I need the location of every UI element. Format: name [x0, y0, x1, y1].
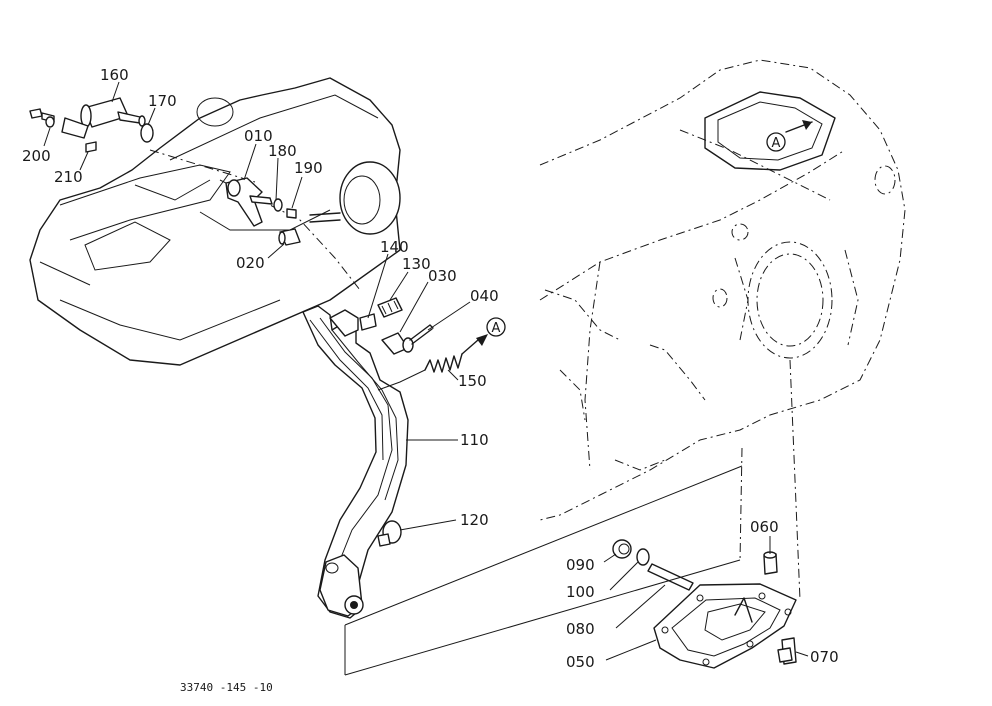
- pedal-assembly: [302, 297, 488, 619]
- svg-text:A: A: [772, 136, 781, 151]
- label-010: 010: [244, 127, 273, 145]
- label-210: 210: [54, 168, 83, 186]
- label-070: 070: [810, 648, 839, 666]
- label-140: 140: [380, 238, 409, 256]
- label-090: 090: [566, 556, 595, 574]
- cover-assembly: [612, 359, 801, 669]
- label-180: 180: [268, 142, 297, 160]
- leader-lines: [43, 81, 809, 676]
- reference-marker-a-left: A: [486, 317, 506, 337]
- label-190: 190: [294, 159, 323, 177]
- label-120: 120: [460, 511, 489, 529]
- label-080: 080: [566, 620, 595, 638]
- label-200: 200: [22, 147, 51, 165]
- label-110: 110: [460, 431, 489, 449]
- label-130: 130: [402, 255, 431, 273]
- label-060: 060: [750, 518, 779, 536]
- part-labels: 160 170 200 210 010 180 190 020 140 130 …: [22, 66, 839, 671]
- label-170: 170: [148, 92, 177, 110]
- reference-marker-a-right: A: [766, 132, 786, 152]
- svg-text:A: A: [492, 321, 501, 336]
- left-upper-parts: [29, 97, 301, 246]
- label-150: 150: [458, 372, 487, 390]
- label-100: 100: [566, 583, 595, 601]
- label-040: 040: [470, 287, 499, 305]
- label-160: 160: [100, 66, 129, 84]
- right-housing: [539, 59, 906, 521]
- drawing-code: 33740 -145 -10: [180, 681, 273, 694]
- label-050: 050: [566, 653, 595, 671]
- label-020: 020: [236, 254, 265, 272]
- left-housing: [29, 77, 401, 366]
- label-030: 030: [428, 267, 457, 285]
